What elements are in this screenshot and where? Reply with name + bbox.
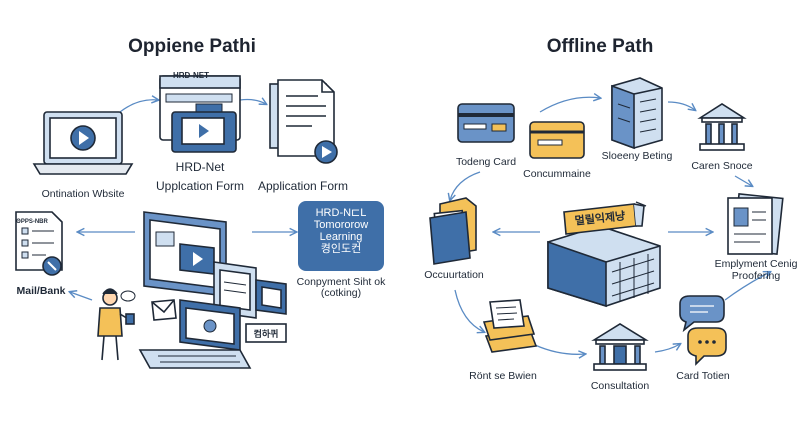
employment-portfolio-icon (727, 192, 784, 256)
laptop-sign-label: 컴하퀴 (253, 329, 279, 339)
badge-line-1: HRD-N⊏L (315, 207, 367, 219)
arrow-doc-to-receipt (454, 289, 484, 332)
training-card-label: Todeng Card (455, 156, 517, 168)
documentation-folder-icon (429, 197, 477, 265)
consumption-label: Concummaine (523, 168, 591, 180)
application-form-2-label: Application Form (257, 179, 349, 193)
documentation-label: Occuurtation (424, 269, 484, 281)
payment-label-2: (cotking) (320, 287, 362, 299)
agency-building-icon (611, 77, 663, 150)
badge-line-4: 켱인도컨 (320, 243, 362, 255)
payment-label-1: Conpyment Siht ok (296, 276, 386, 288)
badge-line-3: Learning (319, 231, 363, 243)
chat-bubbles-icon (679, 295, 727, 366)
career-service-building-icon (697, 103, 747, 151)
arrow-consultation-to-cardissue (654, 344, 680, 353)
arrow-person-to-mail (70, 292, 93, 301)
form-badge-label: ΘPPS-NBR (16, 219, 48, 225)
application-form-icon (269, 79, 338, 164)
arrow-career-to-employment (734, 175, 752, 186)
document-stack-icon (482, 299, 538, 353)
arrow-receipt-to-consultation (534, 344, 585, 354)
agency-building-label: Sloeeny Beting (601, 150, 673, 162)
arrow-agency-to-career (667, 101, 695, 110)
laptop-icon (32, 111, 134, 175)
career-service-label: Caren Snoce (691, 160, 753, 172)
receipt-label: Rönt se Bwien (469, 370, 537, 382)
consultation-label: Consultation (590, 380, 650, 392)
consultation-building-icon (591, 323, 649, 371)
application-form-1-label: Upplcation Form (155, 179, 245, 193)
training-card-icon (457, 103, 515, 143)
official-website-label: Ontination Wbsite (41, 188, 125, 200)
person-icon (97, 288, 136, 361)
offline-arrows (450, 97, 770, 354)
arrow-hrdnet-to-form (239, 100, 266, 105)
employment-label-1: Emplyment Cenig (714, 258, 798, 270)
hrd-net-screen-label: HRD-NET (173, 71, 209, 80)
arrow-card-to-agency (539, 97, 600, 113)
arrow-website-to-hrdnet (119, 100, 158, 113)
hrd-net-tomorrow-learning-badge: HRD-N⊏L Tomororow Learning 켱인도컨 (298, 201, 384, 271)
arrow-card-to-doc (450, 171, 481, 200)
checklist-form-icon (15, 211, 63, 276)
arrow-cardissue-to-employment (724, 272, 770, 301)
card-issuance-label: Card Totien (676, 370, 730, 382)
job-center-building-icon (547, 201, 661, 308)
hrd-net-label: HRD-Net (175, 160, 225, 174)
online-portal-cluster-icon (138, 211, 287, 369)
offline-path-title: Offline Path (546, 36, 654, 57)
consumption-card-icon (529, 121, 585, 159)
online-arrows (70, 100, 296, 301)
online-path-title: Oppiene Pathi (128, 36, 256, 57)
hrd-net-browser-icon (159, 75, 241, 153)
employment-label-2: Proofering (731, 270, 781, 282)
badge-line-2: Tomororow (313, 219, 369, 231)
mail-bank-label: Mail/Bank (16, 285, 66, 297)
